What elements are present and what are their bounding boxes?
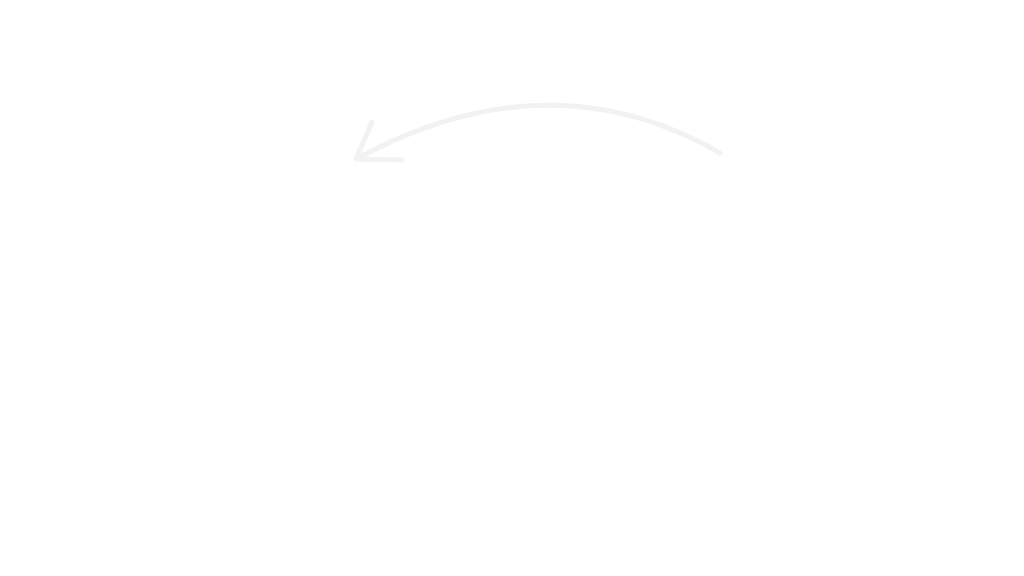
arrow-curve <box>355 102 723 161</box>
arrow-head <box>353 119 405 163</box>
